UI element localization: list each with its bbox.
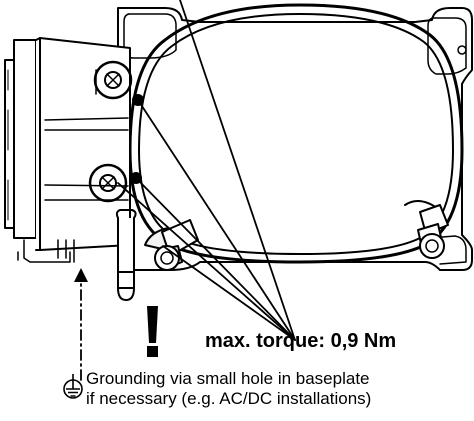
torque-label: max. torque: 0,9 Nm xyxy=(205,330,397,352)
grounding-note-line-2: if necessary (e.g. AC/DC installations) xyxy=(86,389,372,408)
torque-point-bottom xyxy=(130,172,142,184)
electronic-unit xyxy=(4,37,131,263)
connector-right xyxy=(404,200,449,259)
screw-top xyxy=(93,60,133,100)
service-tube xyxy=(115,209,137,301)
grounding-note-line-1: Grounding via small hole in baseplate xyxy=(86,369,370,388)
ground-symbol-icon xyxy=(63,374,83,399)
screw-bottom xyxy=(88,163,128,203)
grounding-arrowhead xyxy=(74,268,88,282)
grounding-note: Grounding via small hole in baseplate if… xyxy=(86,369,371,409)
connector-left xyxy=(144,219,199,271)
exclamation-mark-icon xyxy=(147,306,158,357)
torque-point-top xyxy=(132,94,144,106)
compressor-shell-inner xyxy=(138,13,454,255)
torque-pointer-lines xyxy=(117,0,296,341)
baseplate xyxy=(117,7,473,271)
